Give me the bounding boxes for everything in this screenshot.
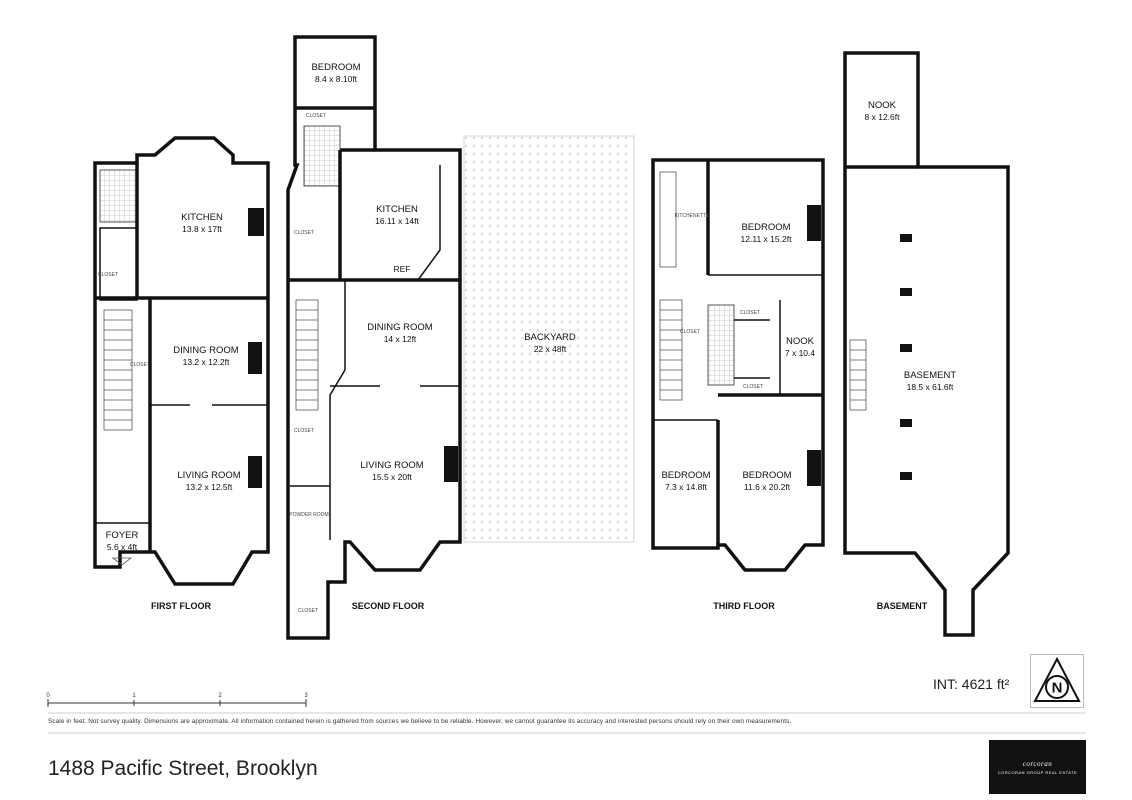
third-floor-outline xyxy=(651,158,825,572)
third-nook-dims: 7 x 10.4 xyxy=(785,348,816,358)
second-living-name: LIVING ROOM xyxy=(360,460,423,471)
first-floor-bathroom-tile xyxy=(99,169,138,223)
second-floor-fireplace xyxy=(444,446,458,482)
second-floor-stairs xyxy=(295,299,319,411)
second-floor-bathroom-tile xyxy=(303,125,341,187)
third-floor-fireplace-2 xyxy=(807,450,821,486)
third-closet-label-1: CLOSET xyxy=(740,310,760,316)
second-bedroom-name: BEDROOM xyxy=(311,62,360,73)
backyard-name: BACKYARD xyxy=(524,332,576,343)
first-living-dims: 13.2 x 12.5ft xyxy=(186,482,233,492)
powder-room-label: POWDER ROOM xyxy=(289,512,328,518)
second-floor-label: SECOND FLOOR xyxy=(352,601,425,611)
kitchenette-counter xyxy=(659,171,677,268)
second-closet-label-2: CLOSET xyxy=(294,230,314,236)
scale-tick-2: 2 xyxy=(218,693,222,699)
basement-nook-dims: 8 x 12.6ft xyxy=(865,112,901,122)
scale-tick-1: 1 xyxy=(132,693,136,699)
first-kitchen-name: KITCHEN xyxy=(181,212,223,223)
second-living-dims: 15.5 x 20ft xyxy=(372,472,412,482)
first-floor-fireplace-kitchen xyxy=(248,208,264,236)
basement-nook-name: NOOK xyxy=(868,100,897,111)
basement-name: BASEMENT xyxy=(904,370,956,381)
first-floor-outline xyxy=(93,136,270,586)
interior-area: INT: 4621 ft² xyxy=(933,676,1010,692)
third-bedroom-3-name: BEDROOM xyxy=(742,470,791,481)
third-bedroom-1-dims: 12.11 x 15.2ft xyxy=(741,234,793,244)
third-floor-fireplace-1 xyxy=(807,205,821,241)
brokerage-logo: corcoran CORCORAN GROUP REAL ESTATE xyxy=(989,740,1086,794)
second-closet-label-1: CLOSET xyxy=(306,113,326,119)
third-floor-plan: BEDROOM 12.11 x 15.2ft NOOK 7 x 10.4 BED… xyxy=(651,158,825,611)
third-floor-bathroom-tile xyxy=(707,304,735,386)
second-dining-name: DINING ROOM xyxy=(367,322,433,333)
second-floor-outline xyxy=(286,35,462,640)
third-closet-label-3: CLOSET xyxy=(680,329,700,335)
third-floor-label: THIRD FLOOR xyxy=(713,601,775,611)
property-address: 1488 Pacific Street, Brooklyn xyxy=(48,757,318,780)
scale-tick-0: 0 xyxy=(46,693,50,699)
third-floor-stairs xyxy=(659,299,683,401)
backyard-dims: 22 x 48ft xyxy=(534,344,567,354)
first-kitchen-dims: 13.8 x 17ft xyxy=(182,224,222,234)
first-floor-stairs xyxy=(103,309,133,431)
second-kitchen-name: KITCHEN xyxy=(376,204,418,215)
third-closet-label-2: CLOSET xyxy=(743,384,763,390)
first-dining-dims: 13.2 x 12.2ft xyxy=(183,357,230,367)
second-floor-plan: BEDROOM 8.4 x 8.10ft KITCHEN 16.11 x 14f… xyxy=(286,35,462,640)
entry-arrow-icon xyxy=(111,557,133,566)
ref-label: REF xyxy=(394,264,411,274)
third-bedroom-2-name: BEDROOM xyxy=(661,470,710,481)
foyer-dims: 5.6 x 4ft xyxy=(107,542,138,552)
basement-dims: 18.5 x 61.6ft xyxy=(907,382,954,392)
foyer-name: FOYER xyxy=(106,530,139,541)
north-compass-icon: N xyxy=(1030,654,1084,708)
basement-stairs xyxy=(849,339,867,411)
first-floor-fireplace-dining xyxy=(248,342,262,374)
second-closet-label-3: CLOSET xyxy=(294,428,314,434)
first-living-name: LIVING ROOM xyxy=(177,470,240,481)
scale-tick-3: 3 xyxy=(304,693,308,699)
third-nook-name: NOOK xyxy=(786,336,815,347)
compass-letter: N xyxy=(1052,680,1063,697)
basement-floor-label: BASEMENT xyxy=(877,601,928,611)
basement-plan: NOOK 8 x 12.6ft BASEMENT 18.5 x 61.6ft B… xyxy=(843,51,1010,637)
second-dining-dims: 14 x 12ft xyxy=(384,334,417,344)
logo-wordmark: corcoran xyxy=(1022,759,1053,768)
third-bedroom-2-dims: 7.3 x 14.8ft xyxy=(665,482,708,492)
first-floor-closet xyxy=(99,227,138,301)
second-kitchen-dims: 16.11 x 14ft xyxy=(375,216,419,226)
third-bedroom-3-dims: 11.6 x 20.2ft xyxy=(744,482,791,492)
kitchenette-label: KITCHENETTE xyxy=(675,213,710,219)
scale-bar: 0 1 2 3 xyxy=(46,693,308,707)
first-dining-name: DINING ROOM xyxy=(173,345,239,356)
first-closet-label-1: CLOSET xyxy=(98,272,118,278)
second-closet-label-4: CLOSET xyxy=(298,608,318,614)
first-floor-fireplace-living xyxy=(248,456,262,488)
second-bedroom-dims: 8.4 x 8.10ft xyxy=(315,74,358,84)
first-floor-plan: KITCHEN 13.8 x 17ft DINING ROOM 13.2 x 1… xyxy=(93,136,270,611)
basement-columns xyxy=(900,234,912,480)
disclaimer-text: Scale in feet. Not survey quality. Dimen… xyxy=(48,718,792,725)
third-bedroom-1-name: BEDROOM xyxy=(741,222,790,233)
first-closet-label-2: CLOSET xyxy=(130,362,150,368)
basement-outline xyxy=(843,51,1010,637)
first-floor-label: FIRST FLOOR xyxy=(151,601,211,611)
second-kitchen-counter xyxy=(417,165,441,281)
backyard-area: BACKYARD 22 x 48ft xyxy=(463,135,635,543)
logo-subtext: CORCORAN GROUP REAL ESTATE xyxy=(997,769,1078,775)
